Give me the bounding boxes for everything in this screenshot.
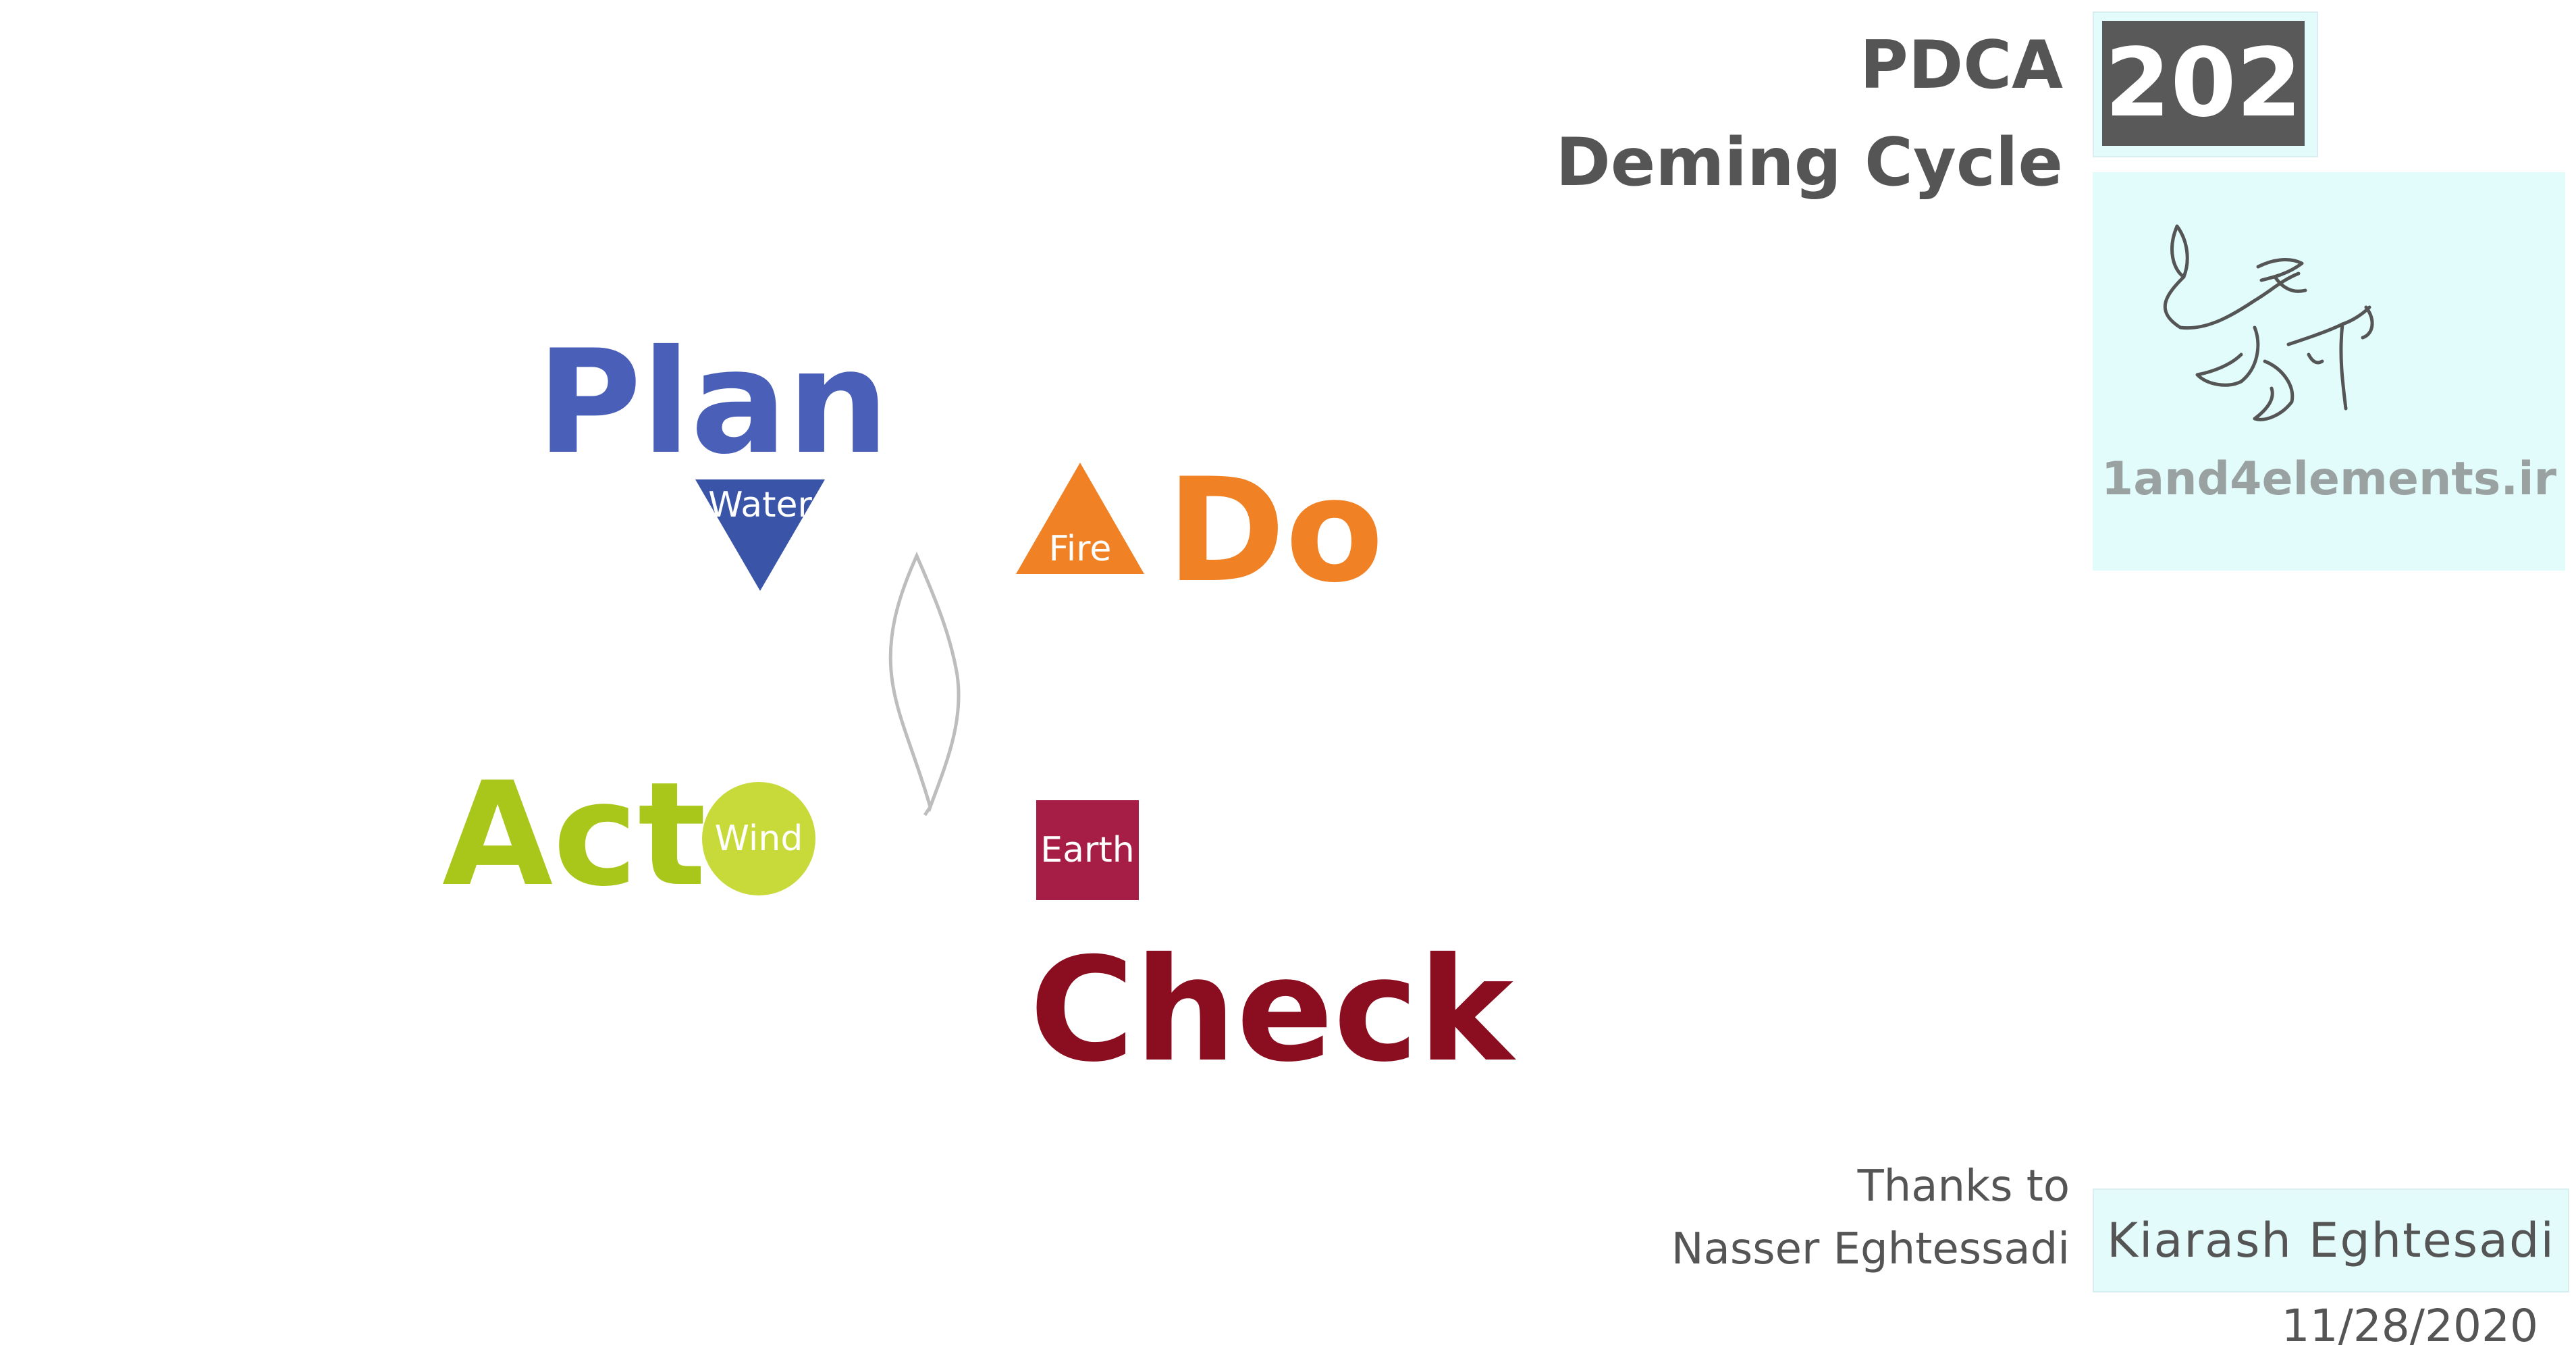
wind-circle: Wind (702, 782, 815, 895)
wind-label: Wind (714, 818, 803, 859)
number-badge: 202 (2102, 21, 2305, 146)
author-box: Kiarash Eghtesadi (2093, 1189, 2569, 1292)
stage-act-label: Act (442, 751, 707, 918)
thanks-line2: Nasser Eghtessadi (1671, 1224, 2070, 1274)
stage-do-label: Do (1166, 447, 1384, 614)
calligraphy-logo-icon (2163, 224, 2374, 421)
stage-check-label: Check (1029, 926, 1513, 1093)
logo-url: 1and4elements.ir (2101, 452, 2557, 506)
fire-label: Fire (1048, 529, 1112, 569)
number-badge-frame: 202 (2093, 11, 2318, 157)
earth-square: Earth (1036, 800, 1139, 900)
title-deming-cycle: Deming Cycle (1555, 124, 2063, 201)
water-triangle: Water (695, 479, 825, 591)
water-label: Water (708, 485, 812, 525)
stage-plan-label: Plan (537, 319, 890, 486)
title-pdca: PDCA (1860, 27, 2063, 104)
logo-panel: 1and4elements.ir (2093, 172, 2565, 571)
leaf-icon (888, 551, 961, 816)
fire-triangle: Fire (1016, 463, 1144, 574)
earth-label: Earth (1040, 830, 1135, 870)
thanks-line1: Thanks to (1857, 1161, 2070, 1211)
date-label: 11/28/2020 (2281, 1300, 2538, 1352)
water-triangle-icon (695, 479, 825, 591)
author-name: Kiarash Eghtesadi (2107, 1213, 2555, 1268)
fire-triangle-icon (1016, 463, 1144, 574)
